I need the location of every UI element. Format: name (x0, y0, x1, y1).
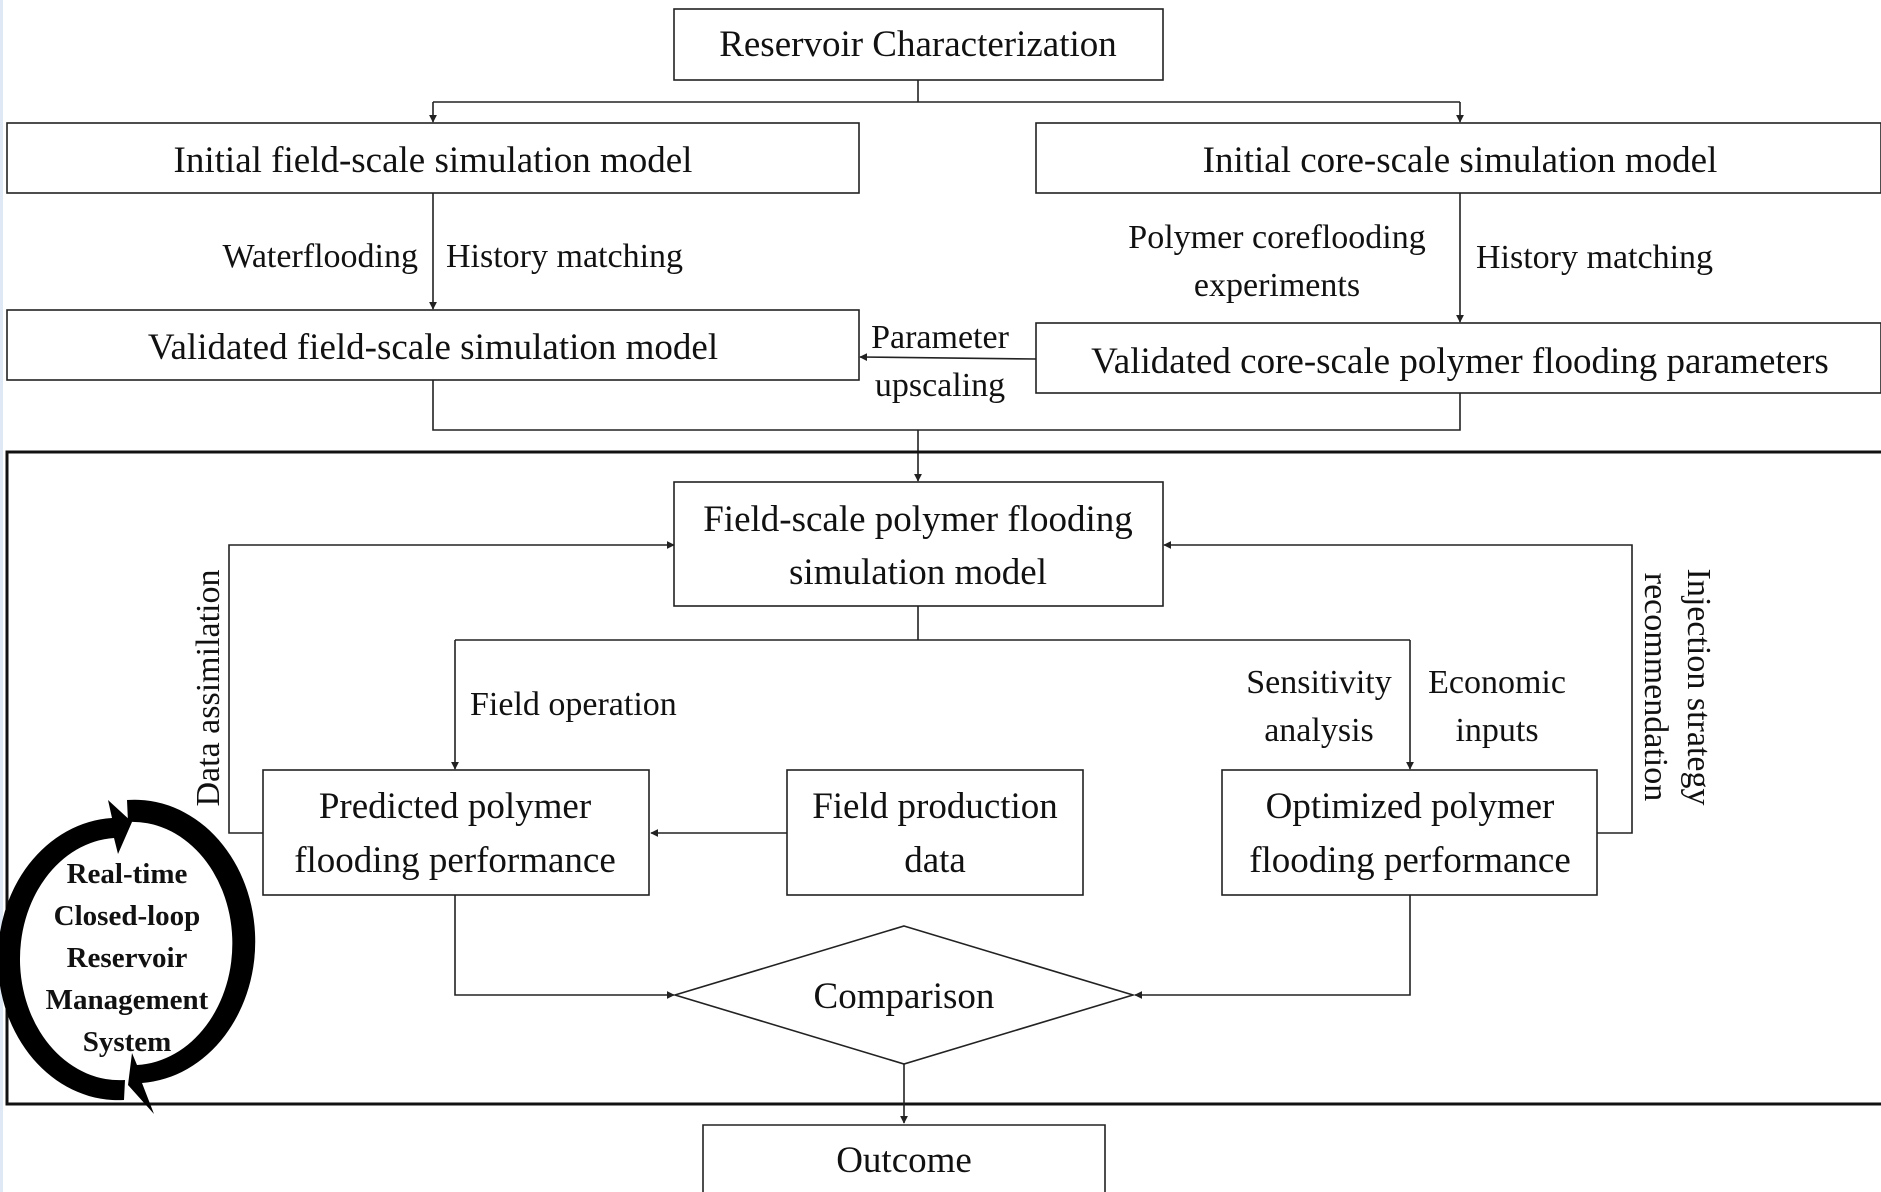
history-matching-field-label: History matching (446, 238, 683, 275)
field-scale-polymer-model-box: Field-scale polymer flooding simulation … (673, 481, 1164, 607)
field-scale-polymer-model-label-1: Field-scale polymer flooding (703, 499, 1133, 540)
experiments-label: experiments (1194, 267, 1360, 304)
field-production-data-label-2: data (904, 840, 966, 881)
validated-field-model-box: Validated field-scale simulation model (6, 309, 860, 381)
reservoir-characterization-label: Reservoir Characterization (719, 24, 1117, 65)
economic-label: Economic (1428, 664, 1566, 701)
loop-connectors (228, 541, 1633, 1124)
loop-arrow-left-icon (0, 800, 132, 1101)
waterflooding-label: Waterflooding (222, 238, 418, 275)
validated-core-parameters-label: Validated core-scale polymer flooding pa… (1091, 341, 1829, 382)
predicted-performance-label-1: Predicted polymer (319, 786, 591, 827)
optimized-performance-box: Optimized polymer flooding performance (1221, 769, 1598, 896)
reservoir-characterization-box: Reservoir Characterization (673, 8, 1164, 81)
loop-badge-line-5: System (83, 1026, 172, 1058)
inputs-label: inputs (1455, 712, 1538, 749)
top-connectors (429, 80, 1464, 482)
comparison-diamond: Comparison (672, 925, 1136, 1065)
data-assimilation-label: Data assimilation (190, 569, 227, 806)
loop-badge-line-3: Reservoir (67, 942, 188, 974)
parameter-label: Parameter (871, 319, 1009, 356)
upscaling-label: upscaling (875, 367, 1005, 404)
initial-core-model-label: Initial core-scale simulation model (1203, 140, 1718, 181)
margin-stripe (0, 0, 3, 1192)
loop-badge-line-1: Real-time (67, 858, 188, 890)
outcome-box: Outcome (702, 1124, 1106, 1192)
closed-loop-frame (5, 450, 1881, 1106)
closed-loop-badge: Real-time Closed-loop Reservoir Manageme… (0, 799, 256, 1114)
predicted-performance-box: Predicted polymer flooding performance (262, 769, 650, 896)
initial-field-model-box: Initial field-scale simulation model (6, 122, 860, 194)
loop-arrow-right-icon (127, 799, 256, 1114)
field-production-data-box: Field production data (786, 769, 1084, 896)
loop-badge-line-4: Management (46, 984, 209, 1016)
validated-core-parameters-box: Validated core-scale polymer flooding pa… (1035, 322, 1881, 394)
predicted-performance-label-2: flooding performance (294, 840, 616, 881)
comparison-label: Comparison (814, 976, 995, 1017)
polymer-coreflooding-label: Polymer coreflooding (1128, 219, 1425, 256)
recommendation-label: recommendation (1637, 573, 1674, 801)
optimized-performance-label-2: flooding performance (1249, 840, 1571, 881)
field-operation-label: Field operation (470, 686, 677, 723)
injection-strategy-label: Injection strategy (1680, 569, 1717, 806)
analysis-label: analysis (1264, 712, 1374, 749)
initial-core-model-box: Initial core-scale simulation model (1035, 122, 1881, 194)
loop-badge-line-2: Closed-loop (54, 900, 201, 932)
field-scale-polymer-model-label-2: simulation model (789, 552, 1047, 593)
history-matching-core-label: History matching (1476, 239, 1713, 276)
validated-field-model-label: Validated field-scale simulation model (148, 327, 718, 368)
field-production-data-label-1: Field production (812, 786, 1058, 827)
optimized-performance-label-1: Optimized polymer (1266, 786, 1555, 827)
outcome-label: Outcome (836, 1140, 972, 1181)
initial-field-model-label: Initial field-scale simulation model (174, 140, 693, 181)
sensitivity-label: Sensitivity (1246, 664, 1391, 701)
